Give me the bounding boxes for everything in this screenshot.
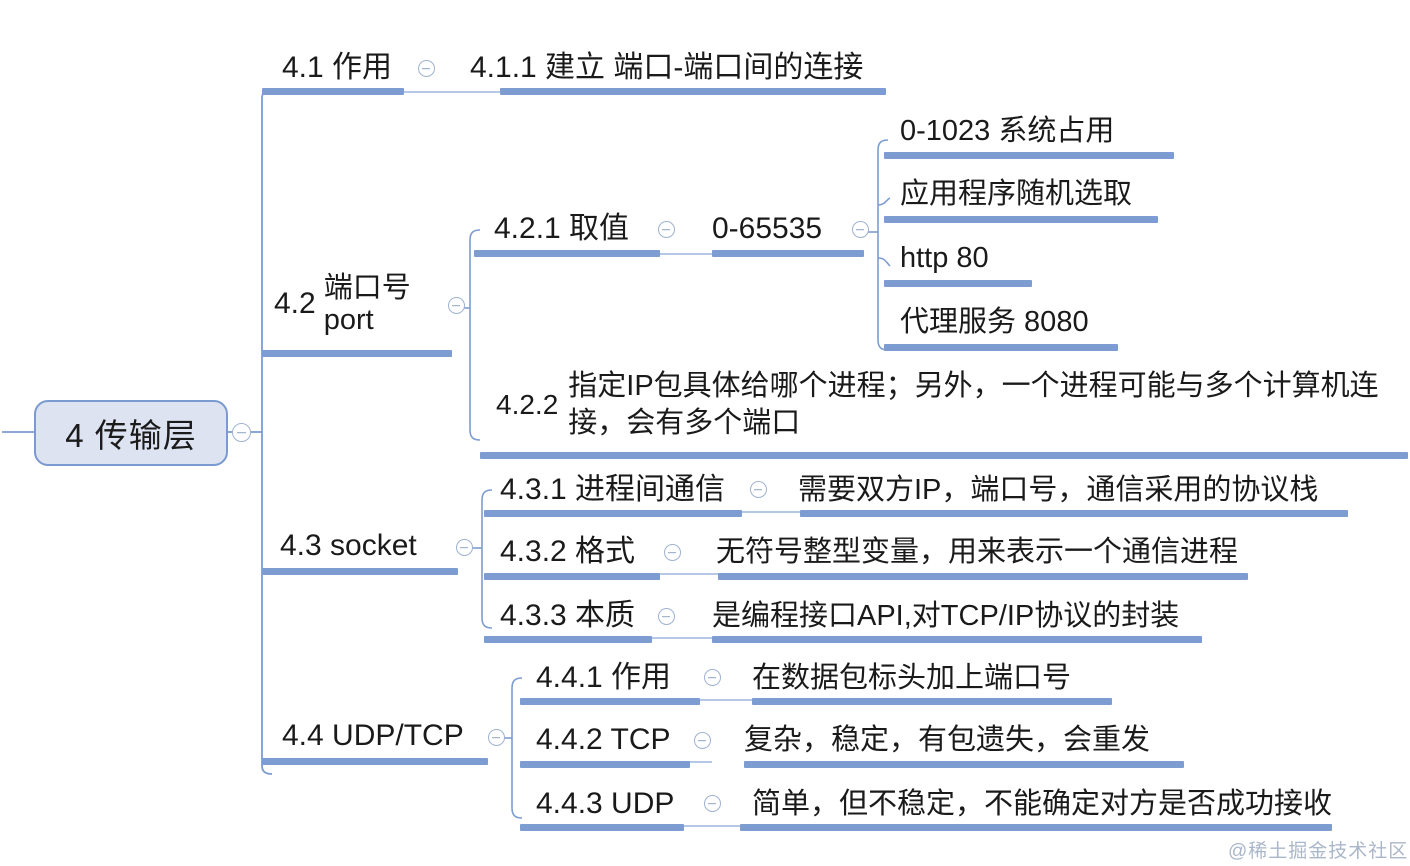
leaf-port-http-80-label: http 80 [900, 242, 989, 274]
node-4-3-3-value[interactable]: 是编程接口API,对TCP/IP协议的封装 [712, 599, 1179, 634]
node-4-2[interactable]: 4.2 端口号 port [274, 272, 411, 337]
node-4-4-2-toggle[interactable] [694, 732, 711, 749]
node-4-4-2-underline [520, 761, 690, 768]
node-4-3-2-value[interactable]: 无符号整型变量，用来表示一个通信进程 [716, 535, 1238, 570]
node-4-3-2[interactable]: 4.3.2 格式 [500, 534, 635, 571]
node-4-4-2-value-label: 复杂，稳定，有包遗失，会重发 [744, 724, 1151, 756]
leaf-port-http-80[interactable]: http 80 [900, 241, 989, 276]
node-4-4-3-value-underline [740, 824, 1332, 831]
node-4-3-label: 4.3 socket [280, 529, 417, 562]
node-4-2-1-value-label: 0-65535 [712, 212, 823, 245]
node-4-4-3-value-label: 简单，但不稳定，不能确定对方是否成功接收 [752, 788, 1333, 820]
node-4-3-3-value-label: 是编程接口API,对TCP/IP协议的封装 [712, 600, 1180, 632]
node-4-3-1-underline [484, 510, 742, 517]
node-4-3-2-label: 4.3.2 格式 [500, 535, 636, 568]
leaf-port-app-random[interactable]: 应用程序随机选取 [900, 177, 1132, 212]
node-4-3-3-label: 4.3.3 本质 [500, 599, 636, 632]
node-4-2-1-toggle[interactable] [658, 221, 675, 238]
node-4-2-2-index: 4.2.2 [496, 388, 559, 420]
node-4-2-2[interactable]: 4.2.2 指定IP包具体给哪个进程；另外，一个进程可能与多个计算机连接，会有多… [496, 368, 1406, 441]
node-4-3-2-underline [484, 573, 660, 580]
node-4-2-index: 4.2 [274, 287, 316, 321]
node-4-2-1-label: 4.2.1 取值 [494, 212, 630, 245]
node-4-4-1[interactable]: 4.4.1 作用 [536, 660, 671, 697]
node-4-2-1-underline [474, 250, 660, 257]
node-4-4-3-label: 4.4.3 UDP [536, 787, 675, 820]
node-4-2-1-value-underline [712, 250, 864, 257]
node-4-3-1[interactable]: 4.3.1 进程间通信 [500, 472, 725, 509]
node-4-3[interactable]: 4.3 socket [280, 528, 417, 565]
watermark-text: @稀土掘金技术社区 [1228, 841, 1409, 862]
node-4-4-3-toggle[interactable] [704, 795, 721, 812]
node-4-3-3-value-underline [712, 636, 1202, 643]
node-4-2-1-value[interactable]: 0-65535 [712, 211, 822, 248]
leaf-port-proxy-8080[interactable]: 代理服务 8080 [900, 305, 1089, 340]
watermark: @稀土掘金技术社区 [1228, 836, 1408, 863]
node-4-4-1-underline [520, 698, 700, 705]
node-4-3-1-toggle[interactable] [750, 481, 767, 498]
node-4-4-1-value[interactable]: 在数据包标头加上端口号 [752, 661, 1071, 696]
node-4-3-1-value[interactable]: 需要双方IP，端口号，通信采用的协议栈 [798, 473, 1318, 508]
leaf-port-proxy-8080-label: 代理服务 8080 [900, 306, 1089, 338]
node-4-4-underline [262, 758, 488, 765]
leaf-port-app-random-label: 应用程序随机选取 [900, 178, 1133, 210]
node-4-2-line2: port [323, 304, 374, 337]
node-4-2-toggle[interactable] [448, 297, 465, 314]
node-4-1[interactable]: 4.1 作用 [282, 50, 392, 87]
node-4-1-label: 4.1 作用 [282, 51, 393, 84]
node-4-4-2-label: 4.4.2 TCP [536, 723, 671, 756]
node-4-2-underline [262, 350, 452, 357]
node-4-4-1-value-underline [752, 698, 1112, 705]
node-4-3-underline [262, 568, 458, 575]
node-4-4[interactable]: 4.4 UDP/TCP [282, 718, 464, 755]
root-collapse-toggle[interactable] [232, 423, 251, 442]
node-4-4-2-value[interactable]: 复杂，稳定，有包遗失，会重发 [744, 723, 1150, 758]
leaf-port-http-80-underline [884, 280, 1032, 287]
node-4-3-1-value-label: 需要双方IP，端口号，通信采用的协议栈 [798, 474, 1319, 506]
root-node[interactable]: 4 传输层 [34, 400, 228, 466]
node-4-2-2-underline [480, 452, 1408, 459]
node-4-2-2-text: 指定IP包具体给哪个进程；另外，一个进程可能与多个计算机连接，会有多个端口 [568, 370, 1379, 439]
node-4-4-label: 4.4 UDP/TCP [282, 719, 464, 752]
node-4-3-2-value-underline [718, 573, 1248, 580]
node-4-2-1[interactable]: 4.2.1 取值 [494, 211, 629, 248]
node-4-3-toggle[interactable] [456, 539, 473, 556]
node-4-3-1-label: 4.3.1 进程间通信 [500, 473, 726, 506]
node-4-3-3-toggle[interactable] [658, 608, 675, 625]
node-4-1-toggle[interactable] [418, 60, 435, 77]
node-4-4-2[interactable]: 4.4.2 TCP [536, 722, 671, 759]
root-label: 4 传输层 [65, 417, 197, 454]
leaf-port-system-range[interactable]: 0-1023 系统占用 [900, 114, 1114, 149]
node-4-4-3-value[interactable]: 简单，但不稳定，不能确定对方是否成功接收 [752, 787, 1332, 822]
node-4-1-1-label: 4.1.1 建立 端口-端口间的连接 [470, 51, 864, 84]
node-4-4-toggle[interactable] [488, 729, 505, 746]
leaf-port-system-range-underline [884, 152, 1174, 159]
node-4-4-1-value-label: 在数据包标头加上端口号 [752, 662, 1072, 694]
node-4-4-1-toggle[interactable] [704, 669, 721, 686]
node-4-1-1-underline [500, 88, 886, 95]
leaf-port-system-range-label: 0-1023 系统占用 [900, 115, 1115, 147]
node-4-4-3-underline [520, 824, 684, 831]
leaf-port-proxy-8080-underline [884, 344, 1118, 351]
node-4-3-1-value-underline [800, 510, 1348, 517]
node-4-3-3-underline [484, 636, 652, 643]
leaf-port-app-random-underline [884, 216, 1158, 223]
node-4-3-2-value-label: 无符号整型变量，用来表示一个通信进程 [716, 536, 1239, 568]
node-4-4-3[interactable]: 4.4.3 UDP [536, 786, 674, 823]
node-4-1-1[interactable]: 4.1.1 建立 端口-端口间的连接 [470, 50, 863, 87]
node-4-3-2-toggle[interactable] [664, 544, 681, 561]
node-4-4-2-value-underline [744, 761, 1184, 768]
node-4-1-underline [262, 88, 404, 95]
node-4-4-1-label: 4.4.1 作用 [536, 661, 672, 694]
node-4-3-3[interactable]: 4.3.3 本质 [500, 598, 635, 635]
node-4-2-1-value-toggle[interactable] [852, 221, 869, 238]
node-4-2-line1: 端口号 [323, 272, 411, 304]
